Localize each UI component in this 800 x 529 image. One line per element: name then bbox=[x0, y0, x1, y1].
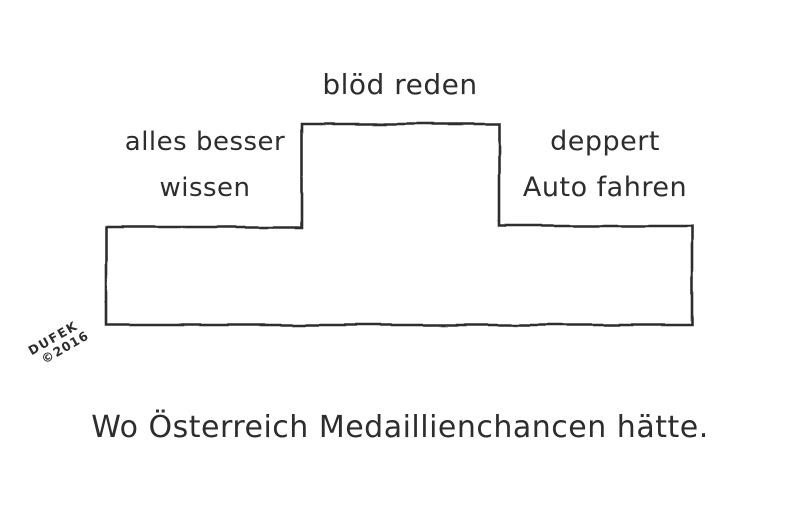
cartoon-caption: Wo Österreich Medaillienchancen hätte. bbox=[91, 410, 709, 445]
podium-shape bbox=[104, 122, 694, 327]
podium-label-third-place-line1: deppert bbox=[550, 126, 660, 157]
podium-label-third-place-line2: Auto fahren bbox=[522, 172, 688, 203]
podium-label-second-place-line1: alles besser bbox=[124, 127, 286, 157]
podium-label-second-place: alles besser wissen bbox=[105, 119, 305, 211]
podium-label-first-place: blöd reden bbox=[322, 68, 478, 101]
podium-label-third-place: deppert Auto fahren bbox=[505, 119, 705, 211]
podium-label-second-place-line2: wissen bbox=[159, 173, 251, 203]
